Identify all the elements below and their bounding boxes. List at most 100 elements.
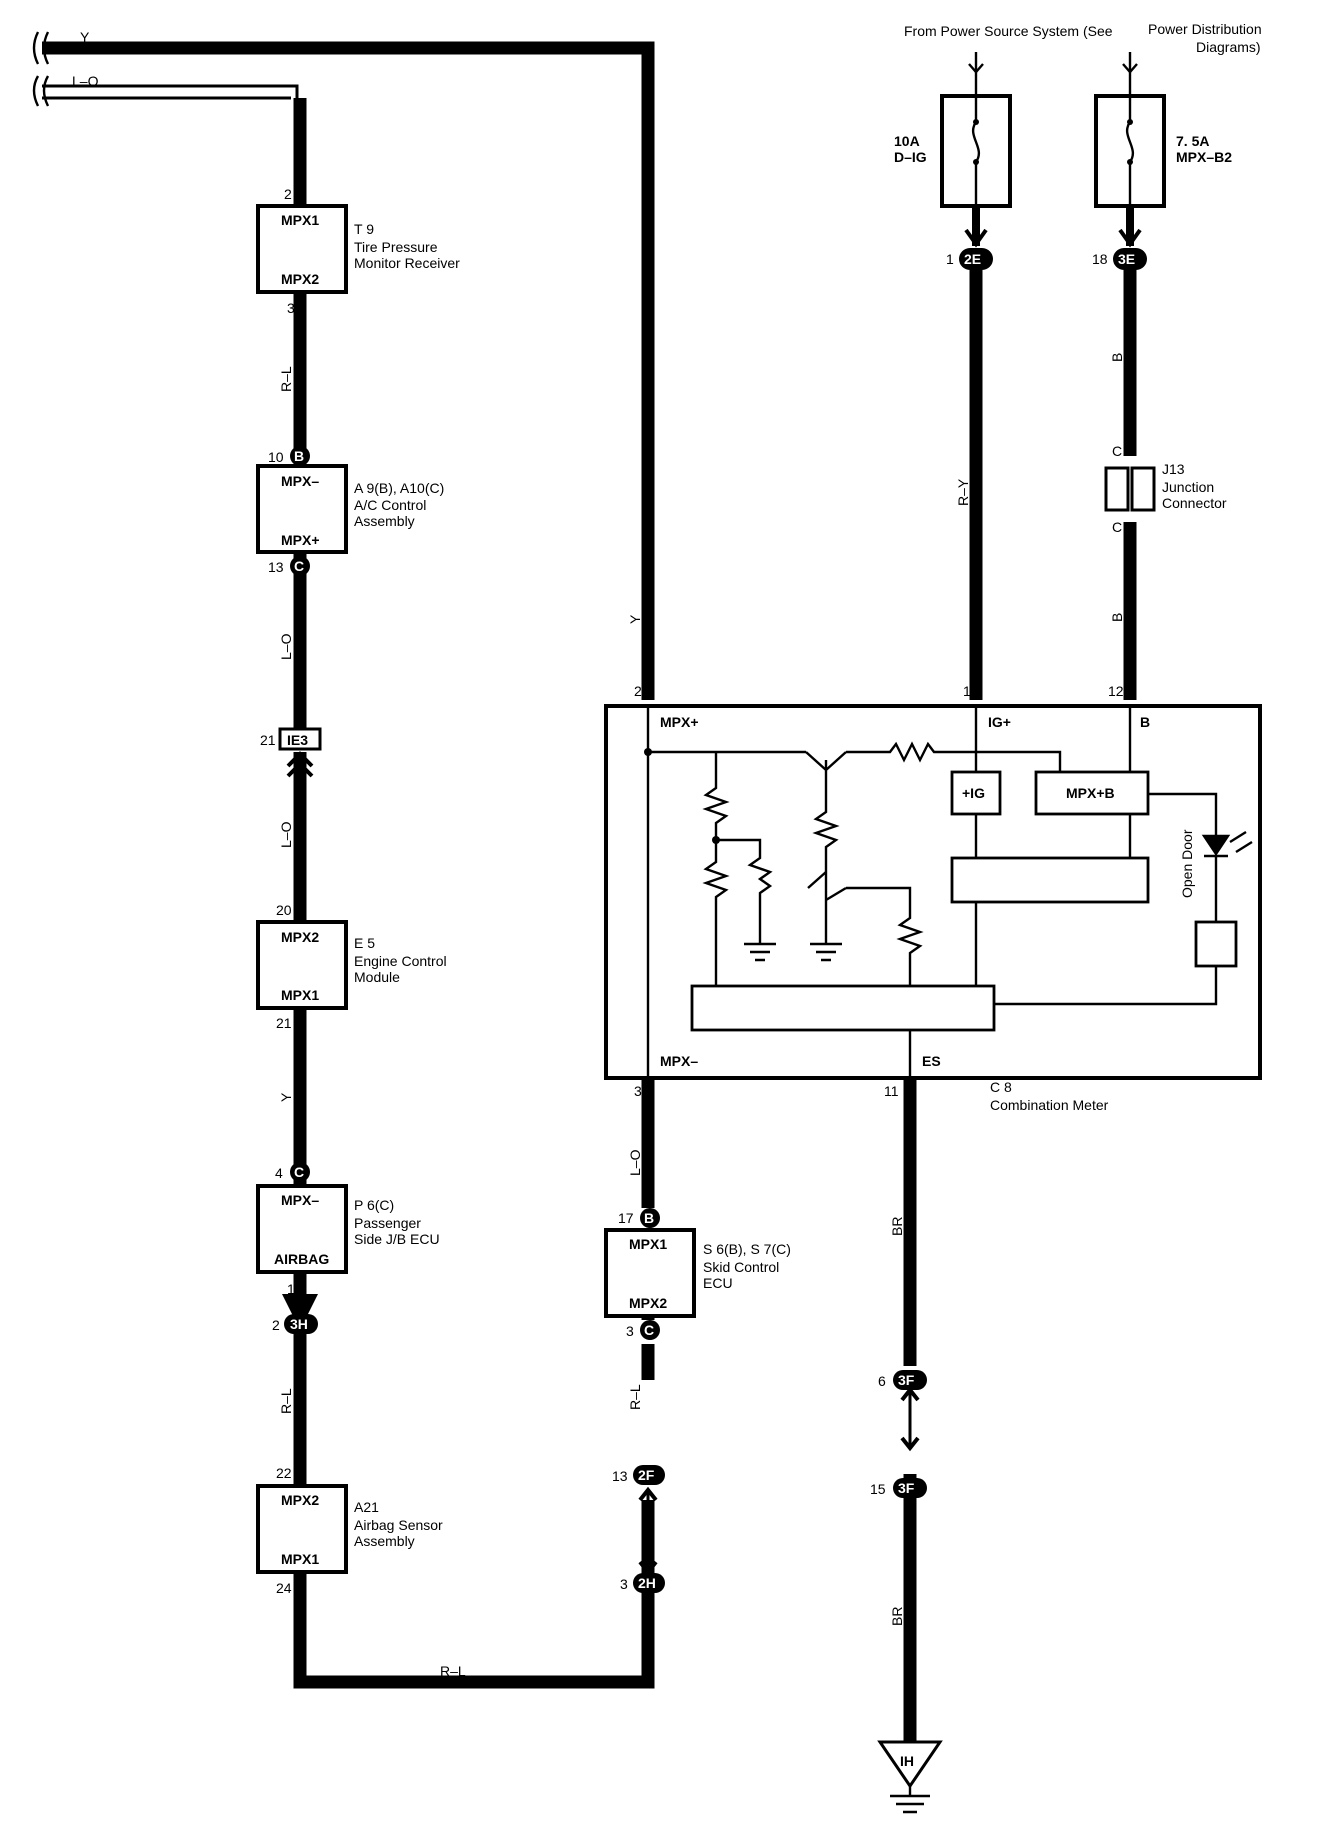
wire-color-label: R–L bbox=[278, 1388, 294, 1414]
component-name: A/C Control bbox=[354, 497, 426, 513]
wire-break-icon bbox=[32, 75, 50, 107]
wire-color-label: B bbox=[1109, 353, 1125, 362]
pin-number: 1 bbox=[287, 1281, 295, 1297]
connector-id: 2F bbox=[638, 1467, 655, 1483]
wire-color-label: L–O bbox=[627, 1149, 643, 1176]
wire-break-icon bbox=[32, 31, 50, 65]
chevron-down-icon bbox=[1118, 228, 1142, 248]
pin-number: 22 bbox=[276, 1465, 292, 1481]
wire-color-label: L–O bbox=[278, 821, 294, 848]
wire-color-label: R–L bbox=[627, 1384, 643, 1410]
connector-3f-b: 15 3F bbox=[870, 1478, 927, 1498]
pin-number: 2 bbox=[634, 683, 642, 699]
chevron-down-icon bbox=[968, 63, 984, 74]
connector-id: 3F bbox=[898, 1372, 915, 1388]
connector-id: 3E bbox=[1118, 251, 1135, 267]
pin-label: MPX1 bbox=[629, 1236, 667, 1252]
pin-number: 3 bbox=[634, 1083, 642, 1099]
source-note: Power Distribution bbox=[1148, 21, 1262, 37]
component-name: Tire Pressure bbox=[354, 239, 438, 255]
pin-label: MPX– bbox=[281, 473, 319, 489]
wire-color-label: L–O bbox=[72, 73, 99, 89]
ground-point: IH bbox=[877, 1740, 943, 1814]
light-rays-icon bbox=[1229, 830, 1253, 854]
pin-letter: C bbox=[1112, 443, 1122, 459]
wire-color-label: BR bbox=[889, 1607, 905, 1626]
connector-id: C bbox=[644, 1322, 654, 1338]
component-name: Monitor Receiver bbox=[354, 255, 460, 271]
connector-id: C bbox=[294, 1164, 304, 1180]
pin-number: 11 bbox=[884, 1083, 899, 1099]
component-id: C 8 bbox=[990, 1079, 1012, 1095]
wire-color-label: R–Y bbox=[955, 478, 971, 506]
connector-id: B bbox=[294, 448, 304, 464]
fuse-name: MPX–B2 bbox=[1176, 149, 1232, 165]
source-note: Diagrams) bbox=[1196, 39, 1261, 55]
connector-2e: 1 2E bbox=[946, 248, 993, 270]
pin-label: MPX2 bbox=[629, 1295, 667, 1311]
component-id: J13 bbox=[1162, 461, 1185, 477]
ground-icon bbox=[890, 1786, 930, 1814]
component-name: Airbag Sensor bbox=[354, 1517, 443, 1533]
resistor-icon bbox=[702, 752, 730, 840]
wire-color-label: R–L bbox=[278, 366, 294, 392]
pin-number: 2 bbox=[272, 1317, 280, 1333]
pin-number: 15 bbox=[870, 1481, 886, 1497]
pin-number: 21 bbox=[260, 732, 276, 748]
wire-color-label: Y bbox=[80, 29, 90, 45]
component-id: A21 bbox=[354, 1499, 379, 1515]
component-name: Connector bbox=[1162, 495, 1227, 511]
component-name: Assembly bbox=[354, 1533, 415, 1549]
combination-meter: 2 1 12 MPX+ IG+ B MPX– ES +IG MPX+B bbox=[604, 683, 1262, 1080]
pin-number: 3 bbox=[287, 300, 295, 316]
pin-number: 17 bbox=[618, 1210, 634, 1226]
pin-label: MPX1 bbox=[281, 1551, 319, 1567]
connector-2h: 3 2H bbox=[620, 1573, 665, 1593]
pin-number: 4 bbox=[275, 1165, 283, 1181]
pin-number: 3 bbox=[620, 1576, 628, 1592]
component-name: Junction bbox=[1162, 479, 1214, 495]
pin-number: 3 bbox=[626, 1323, 634, 1339]
wire-color-label: Y bbox=[278, 1092, 294, 1102]
connector-id: C bbox=[294, 558, 304, 574]
pin-number: 1 bbox=[963, 683, 971, 699]
pin-label: MPX1 bbox=[281, 212, 319, 228]
engine-control-module: 20 MPX2 MPX1 21 E 5 Engine Control Modul… bbox=[256, 902, 447, 1031]
chevron-up-icon bbox=[638, 1486, 658, 1502]
transistor-icon bbox=[807, 871, 847, 910]
terminal-label: IG+ bbox=[988, 714, 1011, 730]
chevron-down-icon bbox=[964, 228, 988, 248]
pin-label: MPX1 bbox=[281, 987, 319, 1003]
source-note: From Power Source System (See bbox=[904, 23, 1113, 39]
connector-id: 2E bbox=[964, 251, 981, 267]
transistor-icon bbox=[805, 751, 847, 790]
pin-number: 21 bbox=[276, 1015, 292, 1031]
connector-ie3: 21 IE3 bbox=[260, 727, 322, 778]
chevron-down-icon bbox=[638, 1560, 658, 1576]
top-bus: Y L–O bbox=[32, 29, 655, 700]
ground-wire bbox=[900, 1078, 920, 1742]
ground-icon bbox=[810, 910, 842, 962]
pin-label: MPX2 bbox=[281, 1492, 319, 1508]
chevron-down-icon bbox=[900, 1436, 920, 1452]
power-source: From Power Source System (See Power Dist… bbox=[904, 21, 1262, 55]
left-column-wires bbox=[293, 98, 655, 1689]
pin-number: 24 bbox=[276, 1580, 292, 1596]
pin-number: 10 bbox=[268, 449, 284, 465]
fuse-rating: 10A bbox=[894, 133, 920, 149]
pin-label: MPX– bbox=[281, 1192, 319, 1208]
component-id: S 6(B), S 7(C) bbox=[703, 1241, 791, 1257]
pin-number: 13 bbox=[268, 559, 284, 575]
component-name: Module bbox=[354, 969, 400, 985]
connector-id: 2H bbox=[638, 1575, 656, 1591]
pin-number: 1 bbox=[946, 251, 954, 267]
ig-block-label: +IG bbox=[962, 785, 985, 801]
fuse-7-5a: 7. 5A MPX–B2 bbox=[1094, 52, 1232, 248]
wire-color-label: L–O bbox=[278, 633, 294, 660]
wire-color-label: Y bbox=[627, 614, 643, 624]
component-id: P 6(C) bbox=[354, 1197, 394, 1213]
connector-id: IE3 bbox=[287, 732, 308, 748]
connector-id: B bbox=[644, 1210, 654, 1226]
component-name: Combination Meter bbox=[990, 1097, 1109, 1113]
component-id: A 9(B), A10(C) bbox=[354, 480, 444, 496]
